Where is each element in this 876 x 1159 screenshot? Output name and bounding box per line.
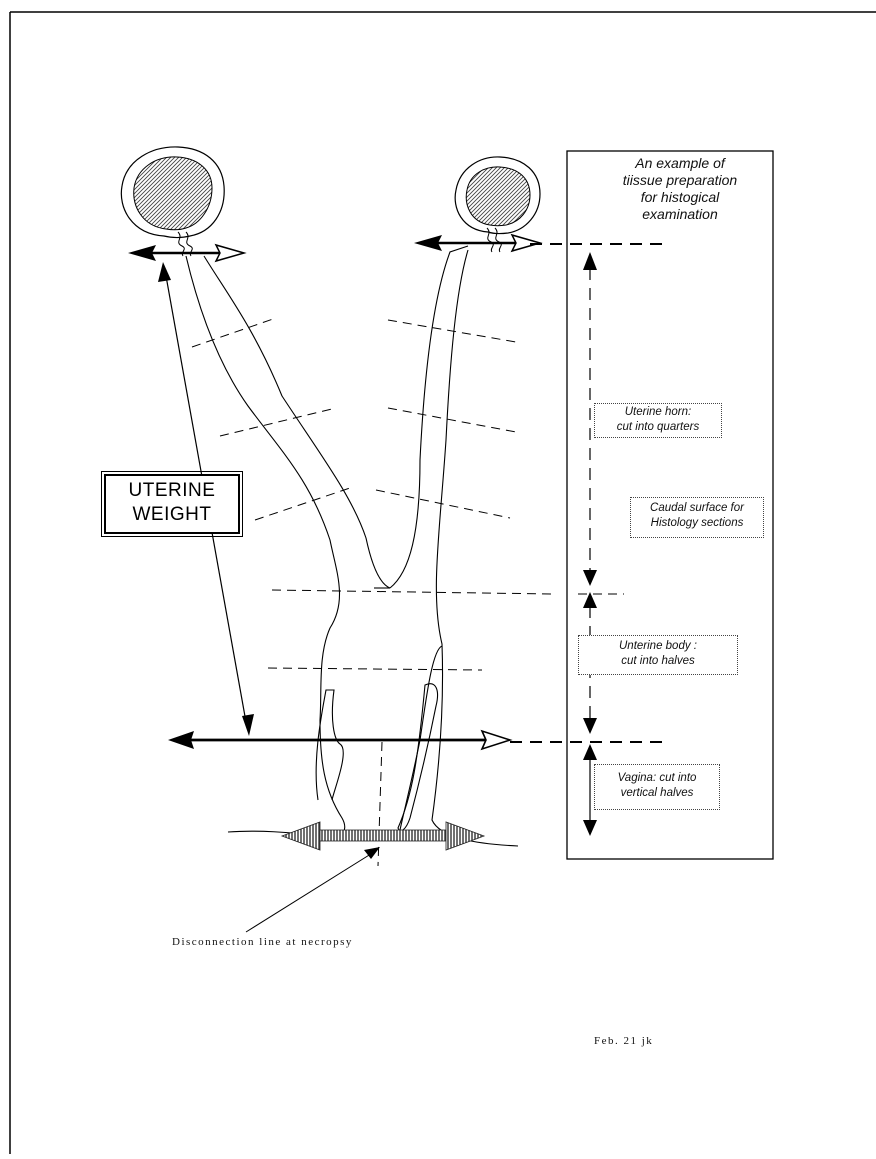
panel-title-line: for histogical — [598, 189, 762, 206]
panel-title-line: examination — [598, 206, 762, 223]
cut-lines — [192, 318, 624, 866]
right-ovary — [455, 157, 540, 252]
disconnection-arrow — [282, 822, 484, 850]
vagina-line: Vagina: cut into — [595, 771, 719, 786]
caudal-surface-line: Histology sections — [631, 516, 763, 531]
uterine-horn-label: Uterine horn: cut into quarters — [594, 403, 722, 438]
panel-title-line: An example of — [598, 155, 762, 172]
uterine-horn-line: Uterine horn: — [595, 405, 721, 420]
panel-title: An example of tiissue preparation for hi… — [598, 155, 762, 223]
uterine-weight-line: UTERINE — [106, 479, 238, 503]
caudal-surface-line: Caudal surface for — [631, 501, 763, 516]
disconnection-label: Disconnection line at necropsy — [172, 936, 353, 948]
uterine-weight-label: UTERINE WEIGHT — [104, 474, 240, 534]
left-ovary-arrow — [128, 245, 244, 261]
disconnection-pointer — [246, 847, 380, 932]
uterine-horn-line: cut into quarters — [595, 420, 721, 435]
vagina-line: vertical halves — [595, 786, 719, 801]
vagina-label: Vagina: cut into vertical halves — [594, 764, 720, 810]
right-ovary-arrow — [414, 235, 540, 251]
panel-title-line: tiissue preparation — [598, 172, 762, 189]
uterine-body-line: Unterine body : — [579, 639, 737, 654]
uterine-body-label: Unterine body : cut into halves — [578, 635, 738, 675]
cervix-level-arrow — [168, 731, 510, 749]
left-ovary — [121, 147, 224, 256]
uterus-outline — [186, 246, 518, 846]
uterine-body-line: cut into halves — [579, 654, 737, 669]
footer-note: Feb. 21 jk — [594, 1035, 653, 1047]
uterine-weight-line: WEIGHT — [106, 503, 238, 527]
caudal-surface-label: Caudal surface for Histology sections — [630, 497, 764, 538]
